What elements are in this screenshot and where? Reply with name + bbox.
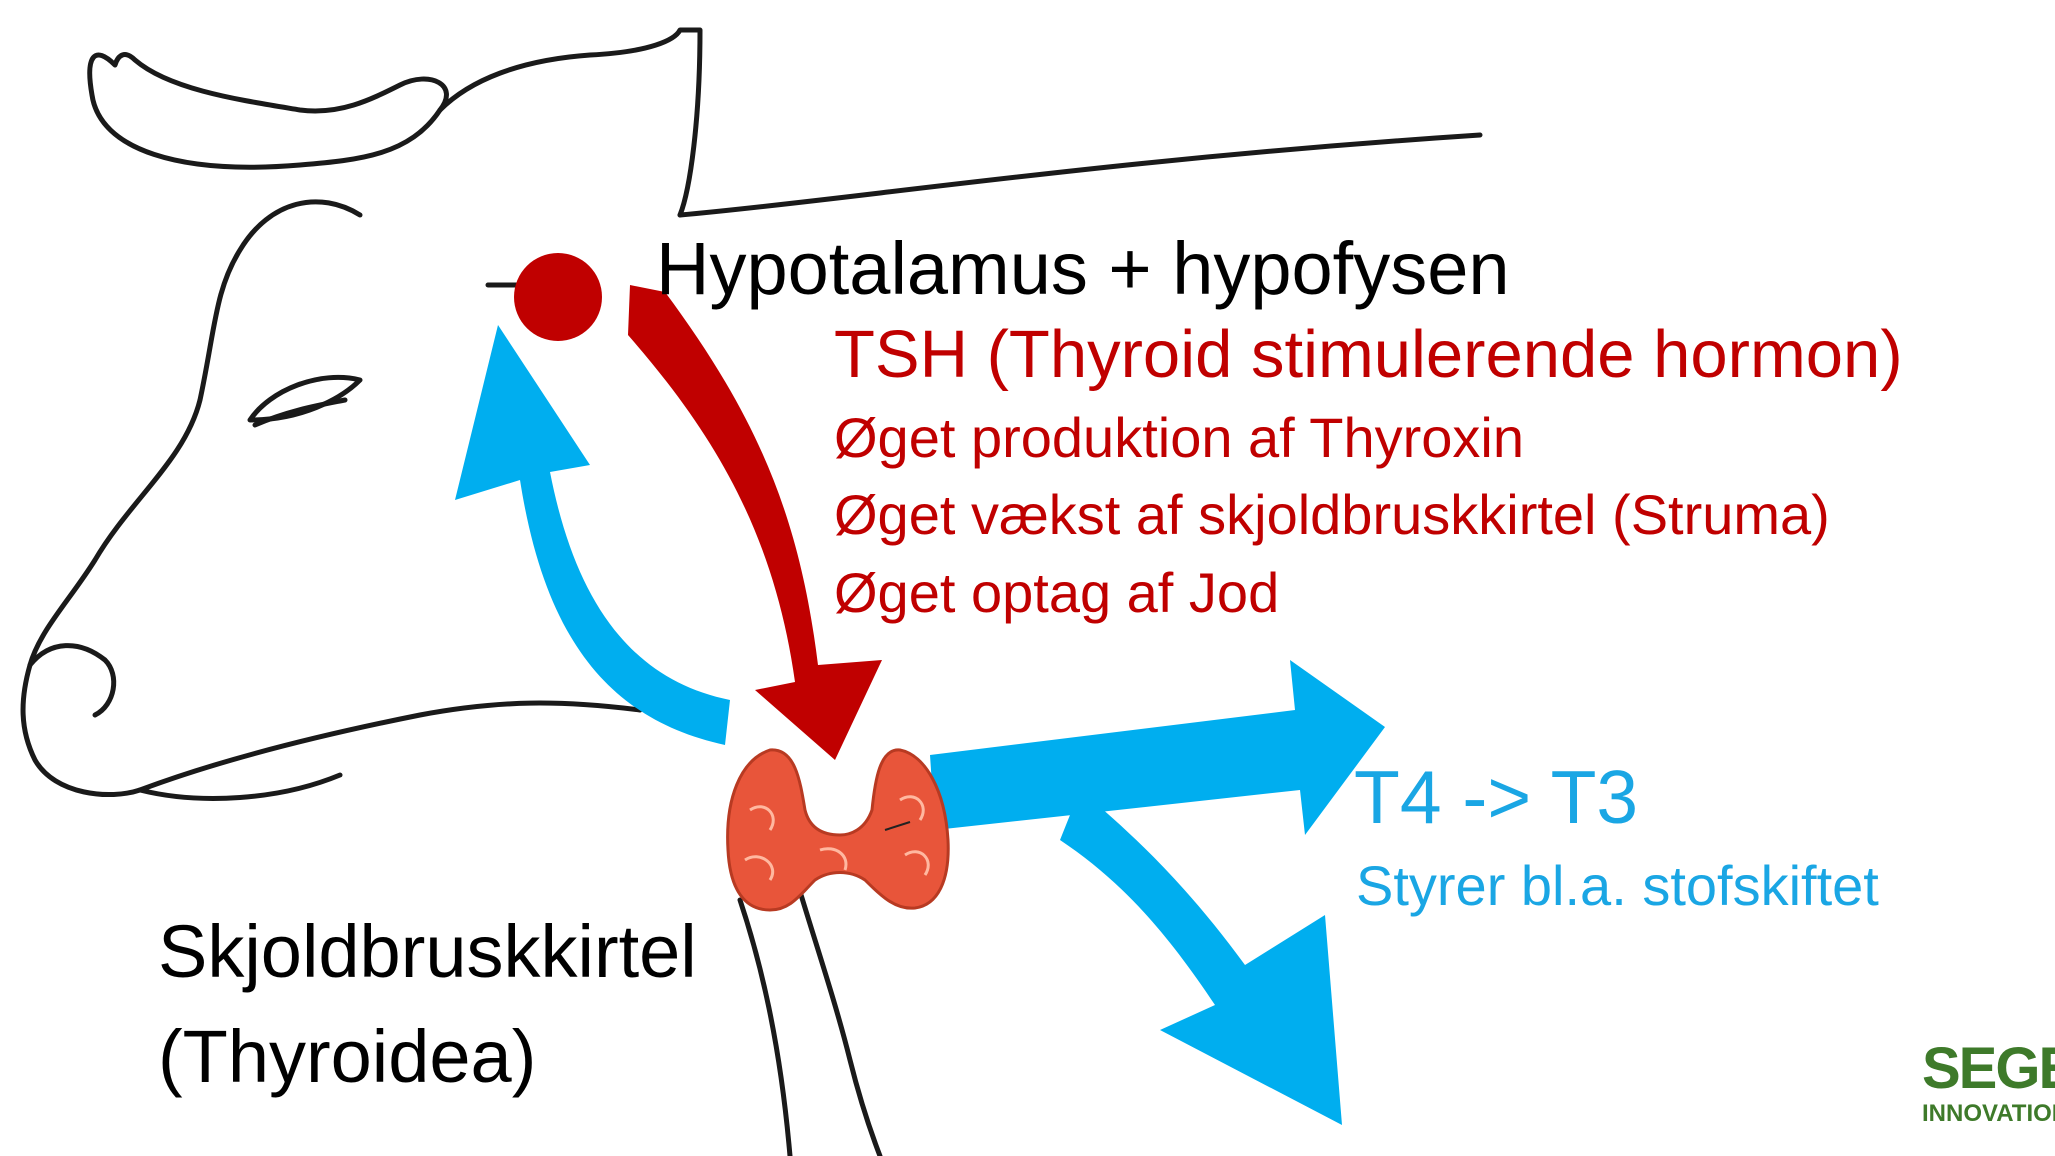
- thyroid-gland-icon: [728, 750, 949, 910]
- logo-sub-text: INNOVATION: [1922, 1102, 2055, 1126]
- hypothalamus-dot: [514, 253, 602, 341]
- thyroid-latin-label: (Thyroidea): [158, 1020, 536, 1094]
- logo-main-text: SEGES: [1922, 1040, 2055, 1098]
- t4-outflow-arrows-blue: [930, 660, 1385, 1125]
- t4-t3-effect: Styrer bl.a. stofskiftet: [1356, 858, 1879, 914]
- thyroid-label: Skjoldbruskkirtel: [158, 915, 697, 989]
- tsh-effect-item: Øget vækst af skjoldbruskkirtel (Struma): [834, 487, 1830, 543]
- tsh-effect-item: Øget produktion af Thyroxin: [834, 410, 1524, 466]
- tsh-title: TSH (Thyroid stimulerende hormon): [834, 321, 1903, 388]
- tsh-effect-item: Øget optag af Jod: [834, 565, 1279, 621]
- t4-t3-label: T4 -> T3: [1354, 760, 1638, 835]
- seges-logo: SEGES INNOVATION: [1922, 1040, 2055, 1156]
- hypothalamus-label: Hypotalamus + hypofysen: [656, 232, 1510, 306]
